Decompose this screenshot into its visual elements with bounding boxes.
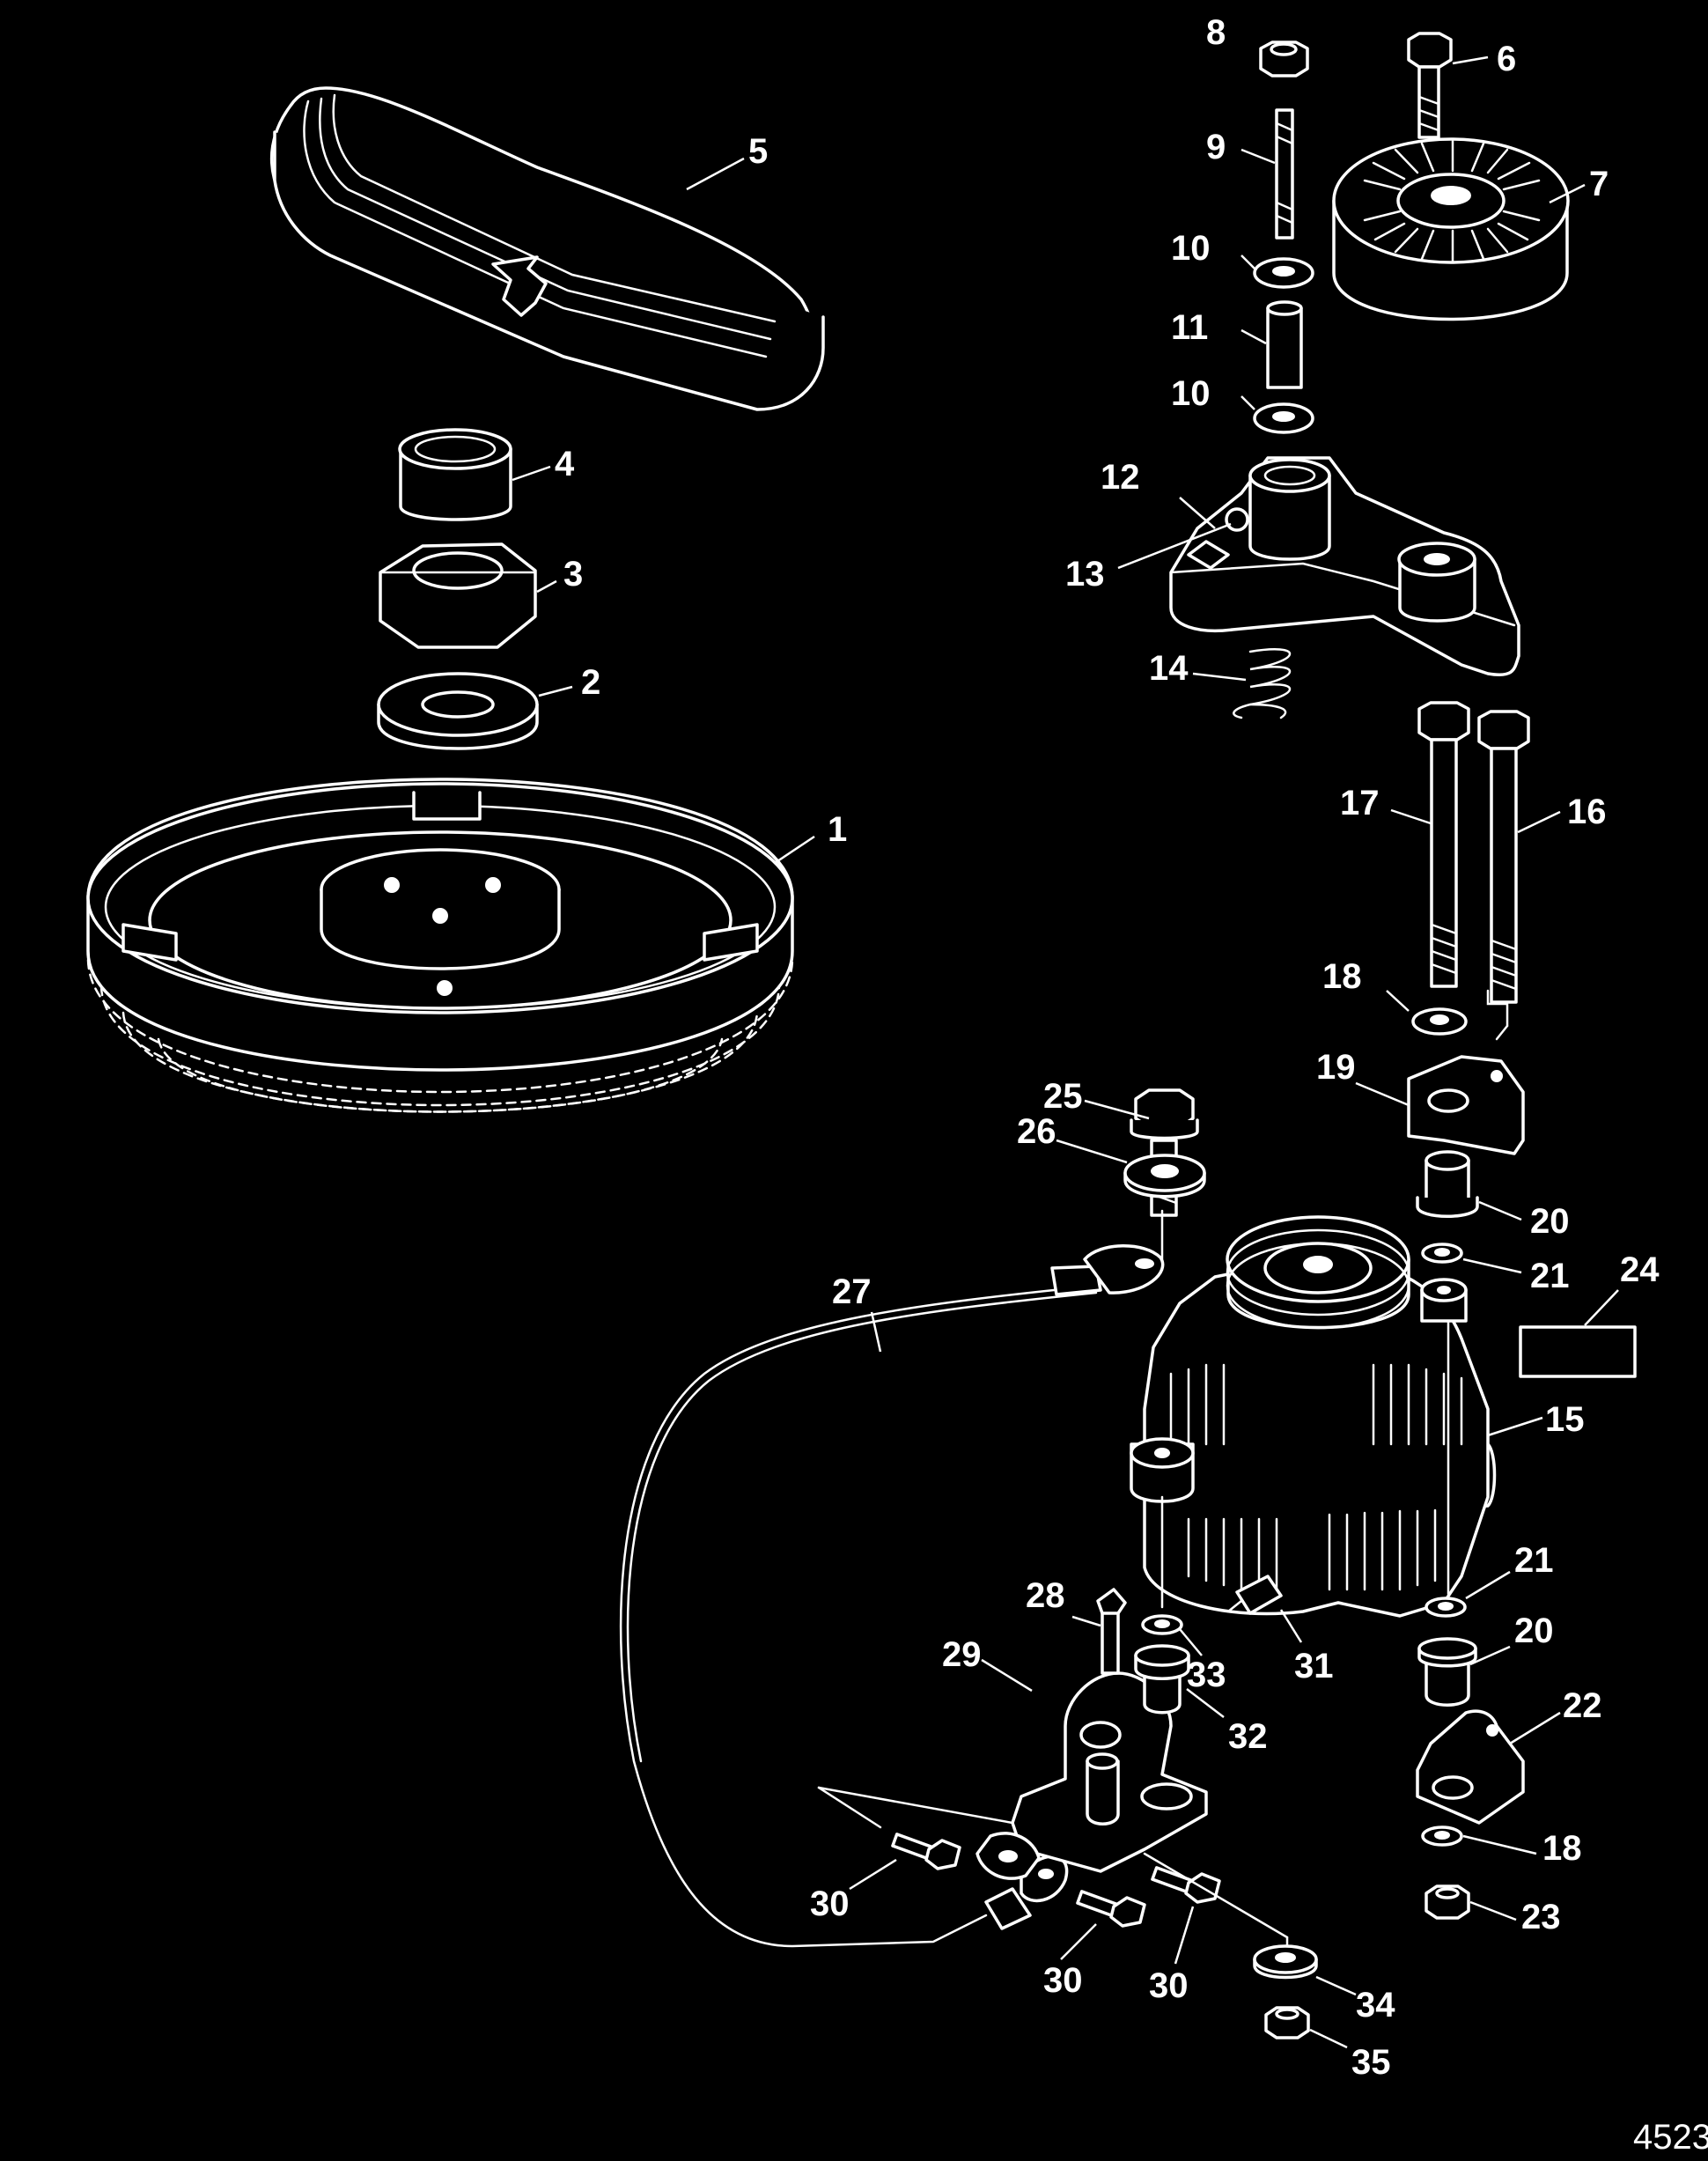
tensioner-spring xyxy=(1192,648,1292,719)
callout-15: 15 xyxy=(1545,1400,1585,1439)
callout-23: 23 xyxy=(1521,1898,1561,1936)
callout-14: 14 xyxy=(1149,649,1189,688)
callout-31: 31 xyxy=(1294,1647,1334,1685)
callout-30-left: 30 xyxy=(810,1884,850,1923)
callout-8: 8 xyxy=(1206,13,1226,52)
ground-bolt xyxy=(1056,1088,1206,1217)
figure-number: 4523 xyxy=(1633,2118,1708,2157)
callout-17: 17 xyxy=(1340,784,1380,822)
callout-3: 3 xyxy=(563,555,583,594)
callout-21-lower: 21 xyxy=(1514,1541,1554,1580)
callout-22: 22 xyxy=(1563,1686,1602,1725)
flywheel xyxy=(86,778,815,1113)
callout-18-upper: 18 xyxy=(1322,957,1362,996)
callout-33: 33 xyxy=(1187,1656,1226,1694)
mounting-screws xyxy=(849,1833,1289,1965)
callout-30-middle: 30 xyxy=(1043,1961,1083,2000)
long-bolts xyxy=(1390,701,1561,1004)
washer-2 xyxy=(377,672,573,750)
upper-sleeve xyxy=(1416,1150,1522,1274)
upper-bracket xyxy=(1355,989,1525,1155)
flywheel-nut xyxy=(379,542,557,649)
callout-18-lower: 18 xyxy=(1542,1829,1582,1868)
ground-cable xyxy=(619,1244,1165,1948)
callout-29: 29 xyxy=(942,1635,982,1674)
callout-12: 12 xyxy=(1101,458,1140,497)
callout-1: 1 xyxy=(828,810,847,849)
callout-5: 5 xyxy=(748,132,768,171)
callout-7: 7 xyxy=(1589,165,1609,203)
drive-belt xyxy=(269,86,825,411)
stud-stack xyxy=(1241,41,1314,434)
callout-16: 16 xyxy=(1567,793,1607,831)
callout-30-right: 30 xyxy=(1149,1966,1189,2005)
callout-9: 9 xyxy=(1206,128,1226,166)
decal-box xyxy=(1519,1289,1637,1378)
alternator xyxy=(1130,1215,1543,1643)
callout-32: 32 xyxy=(1228,1717,1268,1756)
callout-2: 2 xyxy=(581,663,600,702)
callout-24: 24 xyxy=(1620,1250,1660,1289)
callout-19: 19 xyxy=(1316,1048,1356,1087)
callout-34: 34 xyxy=(1356,1986,1395,2025)
callout-20-upper: 20 xyxy=(1530,1202,1570,1241)
tensioner-arm xyxy=(1117,456,1520,676)
callout-6: 6 xyxy=(1497,40,1516,78)
callout-35: 35 xyxy=(1351,2043,1391,2082)
callout-labels: 1 2 3 4 5 6 7 8 9 10 10 11 12 13 14 15 1… xyxy=(555,13,1708,2157)
callout-4: 4 xyxy=(555,445,575,483)
callout-10-lower: 10 xyxy=(1171,374,1211,413)
callout-11: 11 xyxy=(1171,308,1208,347)
callout-27: 27 xyxy=(832,1272,872,1311)
pulley-bolt xyxy=(1407,32,1489,139)
callout-25: 25 xyxy=(1043,1077,1083,1116)
callout-26: 26 xyxy=(1017,1112,1056,1151)
callout-10-upper: 10 xyxy=(1171,229,1211,268)
idler-pulley xyxy=(1332,137,1586,321)
callout-21-upper: 21 xyxy=(1530,1257,1570,1295)
callout-13: 13 xyxy=(1065,555,1105,594)
lower-washer-nut xyxy=(1253,1944,1357,2049)
callout-28: 28 xyxy=(1026,1576,1065,1615)
callout-20-lower: 20 xyxy=(1514,1612,1554,1650)
bushing xyxy=(398,428,551,521)
lower-stack xyxy=(1416,1570,1561,1921)
lower-bracket xyxy=(817,1588,1225,1880)
